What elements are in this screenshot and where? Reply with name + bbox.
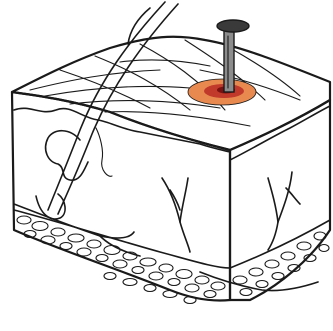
nail-shaft <box>224 30 234 92</box>
sebaceous-gland <box>46 131 88 180</box>
gland-duct <box>96 128 112 176</box>
hair-shaft-inner <box>58 4 178 214</box>
surface-texture-lines <box>30 40 300 126</box>
nail-puncture <box>188 20 256 105</box>
nail-head <box>217 20 249 32</box>
